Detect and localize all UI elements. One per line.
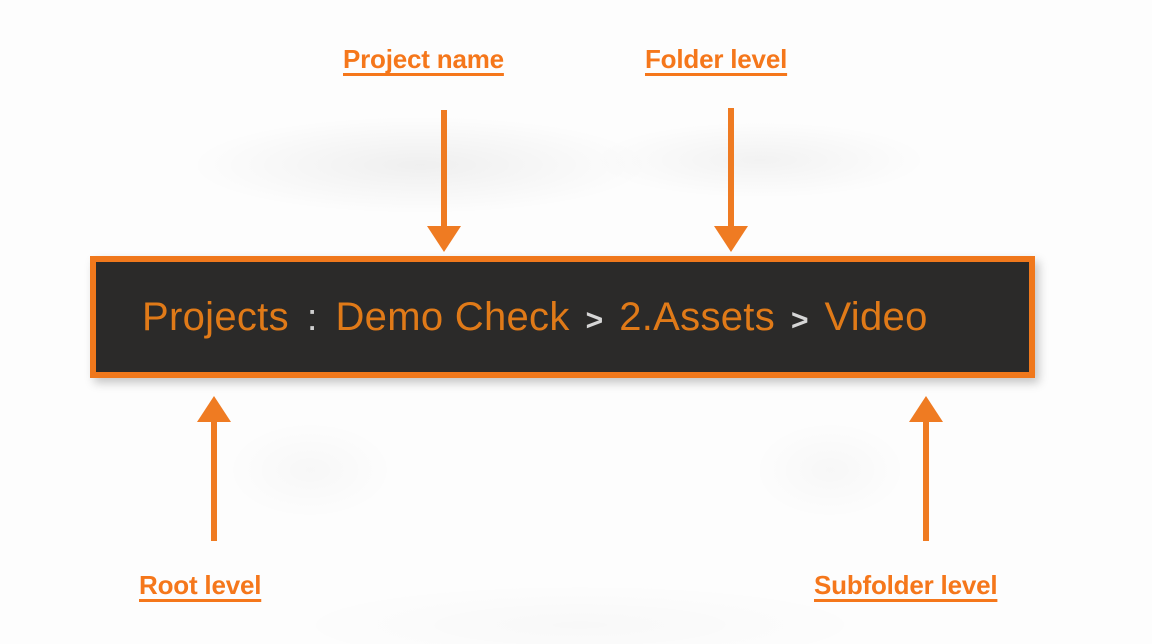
- annotation-label-root-level: Root level: [139, 570, 262, 600]
- arrow-down-icon-project-name: [427, 110, 461, 252]
- arrow-head: [714, 226, 748, 252]
- arrow-shaft: [923, 422, 929, 541]
- annotation-label-subfolder-level: Subfolder level: [814, 570, 998, 600]
- arrow-shaft: [441, 110, 447, 226]
- breadcrumb-item-folder-level[interactable]: 2.Assets: [619, 294, 776, 339]
- breadcrumb-item-project-name[interactable]: Demo Check: [335, 294, 570, 339]
- arrow-up-icon-root-level: [197, 396, 231, 541]
- breadcrumb-separator-chevron-right-icon-1: >: [585, 303, 604, 337]
- breadcrumb-bar: Projects : Demo Check > 2.Assets > Video: [90, 256, 1035, 378]
- arrow-up-icon-subfolder-level: [909, 396, 943, 541]
- arrow-head: [909, 396, 943, 422]
- arrow-head: [197, 396, 231, 422]
- breadcrumb: Projects : Demo Check > 2.Assets > Video: [96, 295, 928, 340]
- arrow-shaft: [211, 422, 217, 541]
- annotation-label-folder-level: Folder level: [645, 44, 788, 74]
- arrow-down-icon-folder-level: [714, 108, 748, 252]
- breadcrumb-separator-chevron-right-icon-2: >: [791, 303, 809, 337]
- arrow-shaft: [728, 108, 734, 226]
- annotation-label-project-name: Project name: [343, 44, 504, 74]
- breadcrumb-item-root[interactable]: Projects: [142, 294, 289, 339]
- arrow-head: [427, 226, 461, 252]
- breadcrumb-separator-colon-icon: :: [306, 296, 318, 339]
- breadcrumb-item-subfolder-level[interactable]: Video: [824, 294, 928, 339]
